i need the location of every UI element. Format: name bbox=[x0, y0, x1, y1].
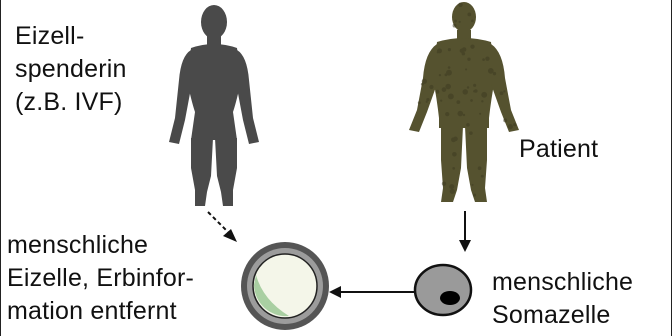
texture-dot bbox=[426, 98, 429, 101]
texture-dot bbox=[418, 101, 421, 104]
texture-dot bbox=[470, 44, 474, 48]
texture-dot bbox=[442, 87, 447, 92]
texture-dot bbox=[463, 114, 465, 116]
texture-dot bbox=[493, 72, 496, 75]
texture-dot bbox=[448, 93, 454, 99]
texture-dot bbox=[479, 113, 481, 115]
texture-dot bbox=[478, 166, 482, 170]
texture-dot bbox=[481, 92, 487, 98]
enucleated-egg-cell-icon bbox=[241, 242, 329, 330]
texture-dot bbox=[451, 137, 456, 142]
patient-label: Patient bbox=[519, 133, 598, 166]
texture-dot bbox=[500, 91, 504, 95]
texture-dot bbox=[452, 167, 455, 170]
texture-dot bbox=[503, 118, 507, 122]
texture-dot bbox=[481, 100, 483, 102]
texture-dot bbox=[467, 86, 469, 88]
texture-dot bbox=[470, 99, 473, 102]
texture-dot bbox=[508, 124, 513, 129]
texture-dot bbox=[482, 58, 485, 61]
texture-dot bbox=[465, 68, 467, 70]
texture-dot bbox=[456, 100, 460, 104]
texture-dot bbox=[445, 112, 449, 116]
texture-dot bbox=[459, 21, 461, 23]
texture-dot bbox=[474, 89, 478, 93]
egg-cell-label: menschliche Eizelle, Erbinfor- mation en… bbox=[7, 229, 194, 328]
man-silhouette-icon bbox=[409, 2, 519, 202]
texture-dot bbox=[466, 123, 470, 127]
patient-to-soma-arrowhead bbox=[459, 240, 471, 252]
woman-silhouette-icon bbox=[169, 5, 259, 206]
somatic-cell-icon bbox=[415, 265, 471, 315]
texture-dot bbox=[503, 90, 505, 92]
texture-dot bbox=[445, 84, 451, 90]
texture-dot bbox=[513, 123, 516, 126]
texture-dot bbox=[422, 79, 427, 84]
texture-dot bbox=[462, 47, 467, 52]
texture-dot bbox=[448, 48, 451, 51]
soma-to-egg-arrowhead bbox=[329, 286, 341, 298]
texture-dot bbox=[453, 24, 457, 28]
texture-dot bbox=[485, 57, 489, 61]
texture-dot bbox=[488, 68, 494, 74]
texture-dot bbox=[457, 111, 463, 117]
texture-dot bbox=[449, 184, 454, 189]
texture-dot bbox=[452, 152, 457, 157]
texture-dot bbox=[454, 20, 457, 23]
texture-dot bbox=[437, 51, 439, 53]
texture-dot bbox=[472, 184, 474, 186]
texture-dot bbox=[462, 89, 468, 95]
texture-dot bbox=[467, 12, 471, 16]
donor-label: Eizell- spenderin (z.B. IVF) bbox=[15, 20, 127, 119]
texture-dot bbox=[450, 189, 455, 194]
texture-dot bbox=[429, 85, 433, 89]
texture-dot bbox=[467, 58, 470, 61]
texture-dot bbox=[469, 131, 473, 135]
texture-dot bbox=[481, 175, 484, 178]
texture-dot bbox=[473, 84, 476, 87]
texture-dot bbox=[435, 90, 439, 94]
texture-dot bbox=[458, 2, 462, 6]
texture-dot bbox=[448, 66, 451, 69]
texture-dot bbox=[462, 52, 466, 56]
texture-dot bbox=[473, 193, 476, 196]
texture-dot bbox=[440, 100, 442, 102]
texture-dot bbox=[446, 70, 452, 76]
texture-dot bbox=[442, 182, 446, 186]
donor-to-egg-arrowhead bbox=[223, 229, 237, 242]
texture-dot bbox=[471, 20, 474, 23]
somatic-cell-label: menschliche Somazelle bbox=[492, 266, 633, 332]
texture-dot bbox=[439, 74, 441, 76]
